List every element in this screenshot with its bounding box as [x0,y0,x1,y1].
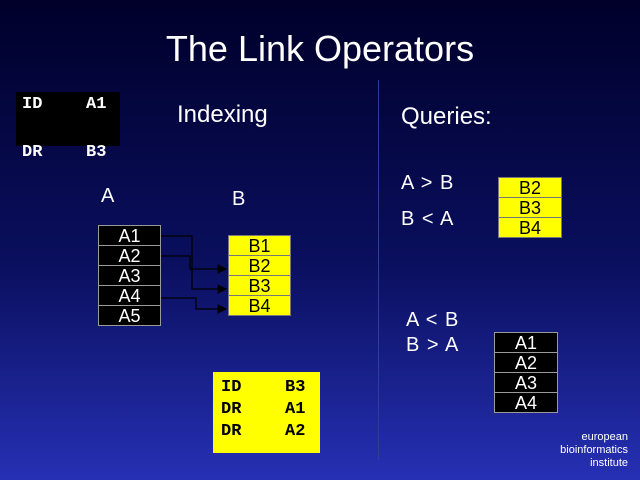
ebi-logo-line2: bioinformatics [560,444,628,456]
section-divider [378,80,379,460]
ebi-logo: european bioinformatics institute [560,431,628,470]
query2-line1: A < B [406,309,460,331]
list-a-label: A [101,185,115,207]
indexing-heading: Indexing [177,101,268,128]
link-arrow-a1-b3 [161,235,228,294]
index-table-value: B3 [285,378,306,397]
list-b: B1 B2 B3 B4 [228,235,291,316]
query1-results: B2 B3 B4 [498,177,562,238]
list-a-item: A5 [98,305,161,326]
link-arrow-a2-b2 [161,255,228,274]
query2-line2: B > A [406,334,460,356]
top-left-dr-label: DR [22,143,43,162]
ebi-logo-line1: european [581,431,629,443]
top-left-dr-value: B3 [86,143,107,162]
list-a: A1 A2 A3 A4 A5 [98,225,161,326]
query2-results: A1 A2 A3 A4 [494,332,558,413]
query1-result-item: B3 [498,197,562,218]
index-table-key: ID [221,378,242,397]
query2-result-item: A1 [494,332,558,353]
query1-result-item: B2 [498,177,562,198]
queries-heading: Queries: [401,103,492,130]
query2-result-item: A2 [494,352,558,373]
top-left-id-label: ID [22,95,43,114]
query2-result-item: A4 [494,392,558,413]
list-a-item: A4 [98,285,161,306]
index-table-value: A1 [285,400,306,419]
list-b-label: B [232,188,246,210]
index-table-row: DR A1 [221,399,320,421]
top-left-black-box [16,92,120,146]
index-table: ID B3 DR A1 DR A2 [213,372,320,453]
index-table-row: ID B3 [221,377,320,399]
slide-title: The Link Operators [165,28,475,69]
index-table-key: DR [221,400,242,419]
index-table-row: DR A2 [221,421,320,443]
query1-result-item: B4 [498,217,562,238]
query1-line1: A > B [401,172,455,194]
link-arrow-a4-b4 [161,297,228,314]
list-a-item: A3 [98,265,161,286]
query1-line2: B < A [401,208,455,230]
ebi-logo-line3: institute [590,457,628,469]
index-table-value: A2 [285,422,306,441]
top-left-id-value: A1 [86,95,107,114]
index-table-key: DR [221,422,242,441]
query2-result-item: A3 [494,372,558,393]
list-b-item: B4 [228,295,291,316]
